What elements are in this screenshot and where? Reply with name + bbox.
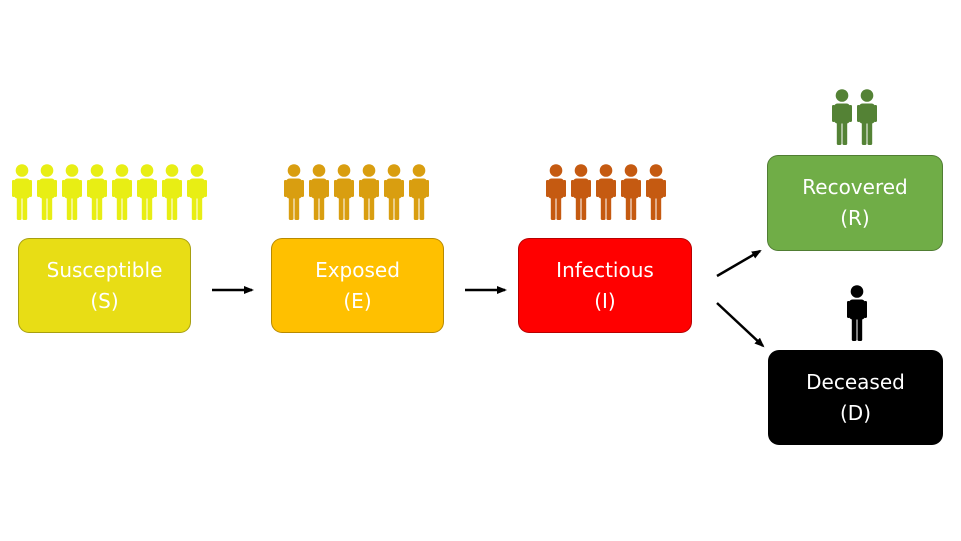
person-icon [137, 164, 157, 220]
recovered-box: Recovered (R) [767, 155, 943, 251]
person-icon [596, 164, 616, 220]
person-icon [384, 164, 404, 220]
person-icon [409, 164, 429, 220]
infectious-people-group [546, 164, 666, 220]
person-icon [571, 164, 591, 220]
deceased-box: Deceased (D) [768, 350, 943, 445]
susceptible-box: Susceptible (S) [18, 238, 191, 333]
person-icon [832, 89, 852, 145]
deceased-abbr: (D) [839, 400, 871, 425]
infectious-label: Infectious [556, 257, 654, 282]
susceptible-people-group [12, 164, 207, 220]
susceptible-label: Susceptible [46, 257, 163, 282]
person-icon [334, 164, 354, 220]
person-icon [847, 285, 867, 341]
person-icon [284, 164, 304, 220]
person-icon [187, 164, 207, 220]
person-icon [546, 164, 566, 220]
person-icon [857, 89, 877, 145]
deceased-people-group [847, 285, 867, 341]
person-icon [309, 164, 329, 220]
person-icon [162, 164, 182, 220]
recovered-label: Recovered [802, 175, 908, 199]
person-icon [646, 164, 666, 220]
person-icon [359, 164, 379, 220]
infectious-box: Infectious (I) [518, 238, 692, 333]
person-icon [112, 164, 132, 220]
person-icon [621, 164, 641, 220]
exposed-abbr: (E) [343, 288, 372, 313]
person-icon [62, 164, 82, 220]
deceased-label: Deceased [806, 369, 905, 394]
arrow-i-to-r [716, 249, 762, 278]
person-icon [37, 164, 57, 220]
infectious-abbr: (I) [594, 288, 616, 313]
exposed-label: Exposed [315, 257, 400, 282]
person-icon [87, 164, 107, 220]
recovered-people-group [832, 89, 877, 145]
exposed-box: Exposed (E) [271, 238, 444, 333]
exposed-people-group [284, 164, 429, 220]
person-icon [12, 164, 32, 220]
arrow-i-to-d [716, 302, 765, 348]
susceptible-abbr: (S) [90, 288, 119, 313]
recovered-abbr: (R) [840, 206, 870, 230]
